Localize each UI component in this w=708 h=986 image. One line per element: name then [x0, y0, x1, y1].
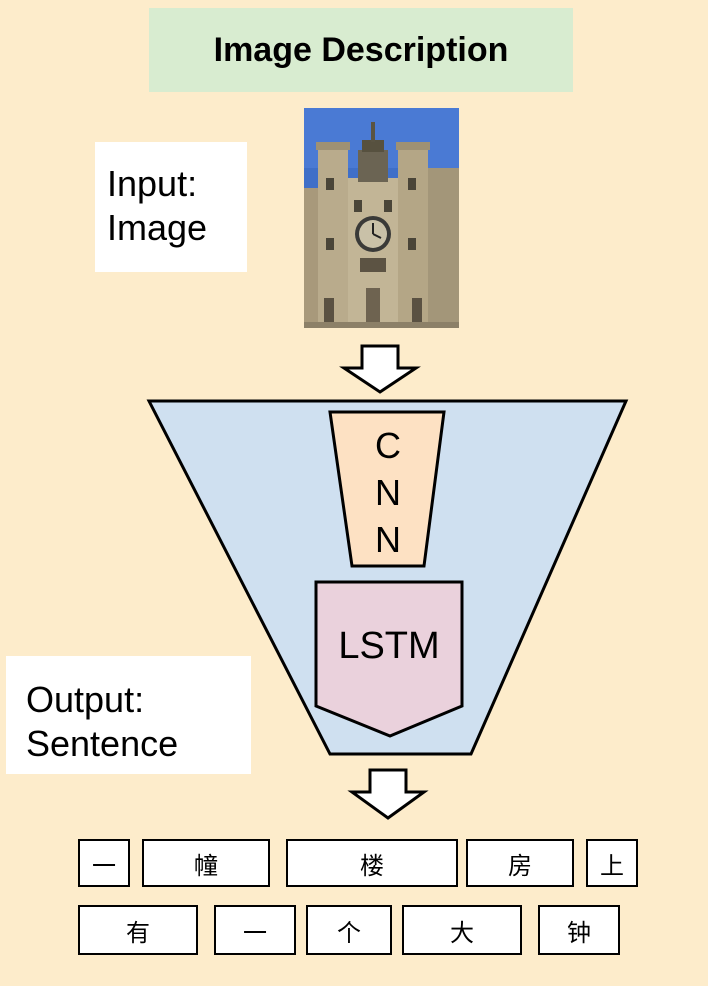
diagram-title: Image Description: [149, 8, 573, 92]
cnn-block: [328, 410, 446, 568]
input-image-clock-tower: [304, 108, 459, 328]
down-arrow-bottom: [347, 768, 429, 820]
output-word-box: 大: [402, 905, 522, 955]
lstm-block: [314, 580, 464, 738]
model-funnel: [146, 399, 629, 756]
output-word-box: 有: [78, 905, 198, 955]
output-word-box: 钟: [538, 905, 620, 955]
output-word-box: 幢: [142, 839, 270, 887]
output-word-box: 个: [306, 905, 392, 955]
input-label-line2: Image: [107, 207, 208, 248]
output-word-box: 一: [78, 839, 130, 887]
cnn-letter-2: N: [375, 472, 401, 513]
output-word-box: 楼: [286, 839, 458, 887]
cnn-letter-1: C: [375, 425, 401, 466]
output-label-line2: Sentence: [26, 723, 179, 764]
cnn-letter-3: N: [375, 519, 401, 560]
output-word-box: 上: [586, 839, 638, 887]
output-word-box: 一: [214, 905, 296, 955]
output-label-line1: Output:: [26, 679, 145, 720]
output-word-box: 房: [466, 839, 574, 887]
output-label: Output: Sentence: [6, 656, 251, 774]
input-label-line1: Input:: [107, 163, 198, 204]
input-label: Input: Image: [95, 142, 247, 272]
lstm-label: LSTM: [338, 625, 439, 667]
down-arrow-top: [339, 344, 421, 394]
